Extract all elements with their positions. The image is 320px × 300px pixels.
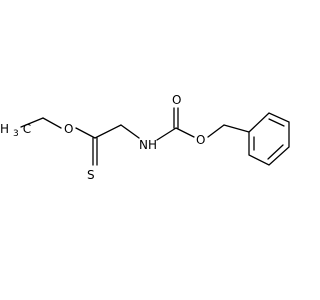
methyl-c: C — [23, 122, 31, 136]
bonds — [20, 107, 250, 166]
bond-n-c — [156, 127, 177, 141]
methyl-label: H 3 C — [0, 120, 31, 140]
atom-labels: H 3 C O S NH O O — [0, 93, 205, 182]
ring-inner-bond-1 — [268, 118, 285, 127]
bond-ch2-ring — [223, 124, 250, 133]
bond-o-c-thio — [75, 127, 96, 139]
bond-ch3-ch2 — [20, 117, 44, 128]
carbamate-oxygen-label: O — [196, 133, 205, 147]
methyl-subscript: 3 — [13, 129, 19, 139]
benzene-ring — [248, 112, 290, 166]
carbonyl-oxygen-label: O — [172, 93, 181, 107]
bond-c-ch2 — [94, 124, 122, 139]
methyl-h: H — [0, 122, 9, 136]
ring-outer — [248, 112, 290, 166]
amine-nh-label: NH — [139, 138, 157, 152]
bond-ch2-o — [42, 117, 62, 129]
thione-sulfur-label: S — [87, 168, 95, 182]
bond-c-o-single — [175, 127, 195, 138]
bond-o-ch2 — [207, 124, 225, 138]
ester-oxygen-label: O — [64, 122, 73, 136]
bond-ch2-n — [120, 124, 140, 139]
chemical-structure: H 3 C O S NH O O — [0, 93, 290, 182]
ring-inner-bond-2 — [267, 144, 284, 160]
